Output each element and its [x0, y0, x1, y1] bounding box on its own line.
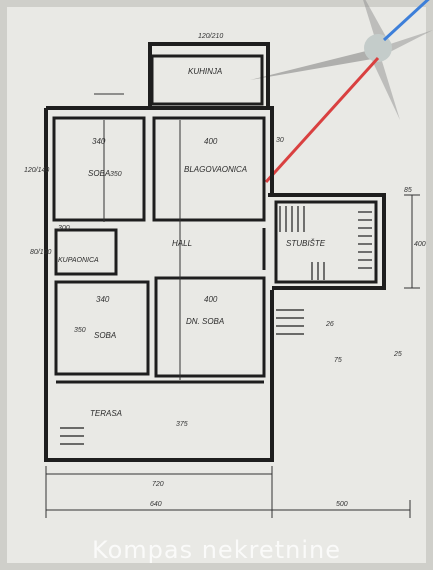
dim-640: 640 — [150, 501, 162, 508]
dim-400-top: 400 — [204, 137, 218, 146]
compass-needle-red — [264, 56, 380, 184]
dim-375: 375 — [176, 421, 188, 428]
room-label-blagovaonica: BLAGOVAONICA — [184, 165, 247, 174]
dim-26: 26 — [325, 321, 334, 328]
compass-rose-icon — [250, 0, 433, 120]
exterior-walls — [44, 42, 386, 462]
room-label-kuhinja: KUHINJA — [188, 67, 222, 76]
dim-30: 30 — [276, 137, 284, 144]
dim-kuhinja: 120/210 — [198, 33, 223, 40]
dim-350: 350 — [110, 171, 122, 178]
room-label-stubiste: STUBIŠTE — [286, 239, 326, 248]
dim-400b: 400 — [204, 295, 218, 304]
staircase — [60, 206, 372, 445]
dim-350b: 350 — [74, 327, 86, 334]
room-label-soba-top: SOBA — [88, 169, 110, 178]
dim-25: 25 — [393, 351, 402, 358]
room-label-dn-soba: DN. SOBA — [186, 317, 224, 326]
dim-400-side: 400 — [414, 241, 426, 248]
watermark: Kompas nekretnine — [92, 536, 341, 564]
dim-300: 300 — [58, 225, 70, 232]
dim-340: 340 — [92, 137, 106, 146]
dim-720: 720 — [152, 481, 164, 488]
dim-85: 85 — [404, 187, 412, 194]
dim-80-100: 80/100 — [30, 249, 52, 256]
interior-walls — [52, 54, 378, 384]
room-label-terasa: TERASA — [90, 409, 122, 418]
room-label-kupaonica: KUPAONICA — [58, 257, 99, 264]
dim-500: 500 — [336, 501, 348, 508]
room-label-hall: HALL — [172, 239, 192, 248]
compass-needle-blue — [382, 0, 430, 42]
dim-75: 75 — [334, 357, 342, 364]
dimension-lines — [45, 93, 420, 518]
dim-340b: 340 — [96, 295, 110, 304]
room-label-soba-bottom: SOBA — [94, 331, 116, 340]
dim-120-140: 120/140 — [24, 167, 49, 174]
